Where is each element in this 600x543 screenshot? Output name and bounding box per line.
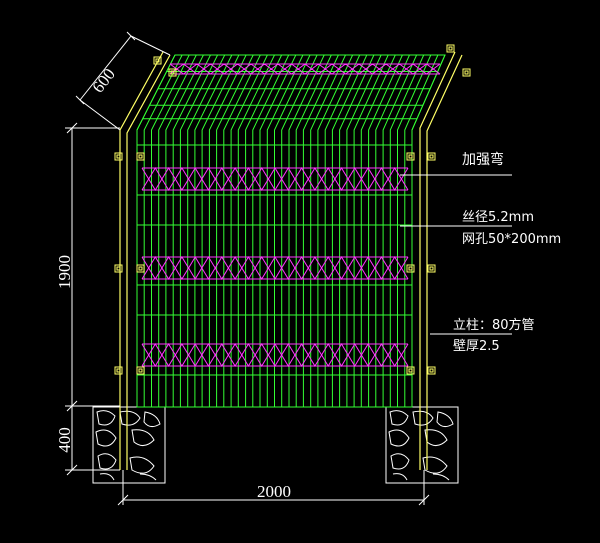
dimension-600: 600 xyxy=(88,65,119,97)
dimension-1900: 1900 xyxy=(55,255,74,289)
dimension-400: 400 xyxy=(55,427,74,453)
clamp xyxy=(136,152,145,161)
reinforcing-bend-zigzag xyxy=(141,343,409,356)
clamp xyxy=(462,68,471,77)
dimension-lines xyxy=(65,31,512,506)
clamp-bolt xyxy=(155,58,160,63)
callout-post-spec: 立柱：80方管 xyxy=(453,317,535,333)
clamp-bolt xyxy=(429,154,434,159)
clamp-bolt xyxy=(138,154,143,159)
mesh-vertical-wire xyxy=(411,54,446,407)
callout-reinforcing-bend: 加强弯 xyxy=(462,151,504,168)
clamp xyxy=(136,366,145,375)
clamp-bolt xyxy=(116,368,121,373)
clamp-bolt xyxy=(429,368,434,373)
mesh-outline xyxy=(136,54,446,408)
reinforcing-bend-zigzag xyxy=(141,178,409,191)
clamp xyxy=(114,366,123,375)
clamp-bolt xyxy=(138,368,143,373)
reinforcing-bends xyxy=(141,63,441,367)
clamp xyxy=(406,264,415,273)
clamp xyxy=(446,44,455,53)
clamp-bolt xyxy=(408,266,413,271)
clamp-bolt xyxy=(170,70,175,75)
clamp xyxy=(153,56,162,65)
clamp xyxy=(114,264,123,273)
clamp-bolt xyxy=(408,368,413,373)
reinforcing-bend-zigzag xyxy=(141,354,409,367)
clamp-bolt xyxy=(429,266,434,271)
mesh-clamps xyxy=(114,44,471,375)
post-right xyxy=(419,51,463,470)
callout-wire-diameter: 丝径5.2mm xyxy=(462,210,534,225)
clamp xyxy=(114,152,123,161)
reinforcing-bend-zigzag xyxy=(141,167,409,180)
callout-mesh-opening: 网孔50*200mm xyxy=(462,232,561,247)
clamp-bolt xyxy=(448,46,453,51)
reinforcing-bend-zigzag xyxy=(141,256,409,269)
clamp-bolt xyxy=(408,154,413,159)
clamp-bolt xyxy=(464,70,469,75)
wire-mesh-panel xyxy=(136,54,446,408)
clamp xyxy=(168,68,177,77)
foundation-left xyxy=(92,406,166,484)
clamp xyxy=(136,264,145,273)
reinforcing-bend-top-zigzag xyxy=(169,63,441,70)
clamp-bolt xyxy=(138,266,143,271)
clamp xyxy=(427,366,436,375)
clamp xyxy=(427,152,436,161)
reinforcing-bend-top-zigzag xyxy=(169,68,441,75)
dimension-2000: 2000 xyxy=(257,482,291,501)
clamp-bolt xyxy=(116,266,121,271)
foundation-right xyxy=(385,406,459,484)
clamp xyxy=(406,152,415,161)
callout-wall-thickness: 壁厚2.5 xyxy=(453,339,500,354)
reinforcing-bend-zigzag xyxy=(141,267,409,280)
clamp xyxy=(406,366,415,375)
clamp xyxy=(427,264,436,273)
clamp-bolt xyxy=(116,154,121,159)
